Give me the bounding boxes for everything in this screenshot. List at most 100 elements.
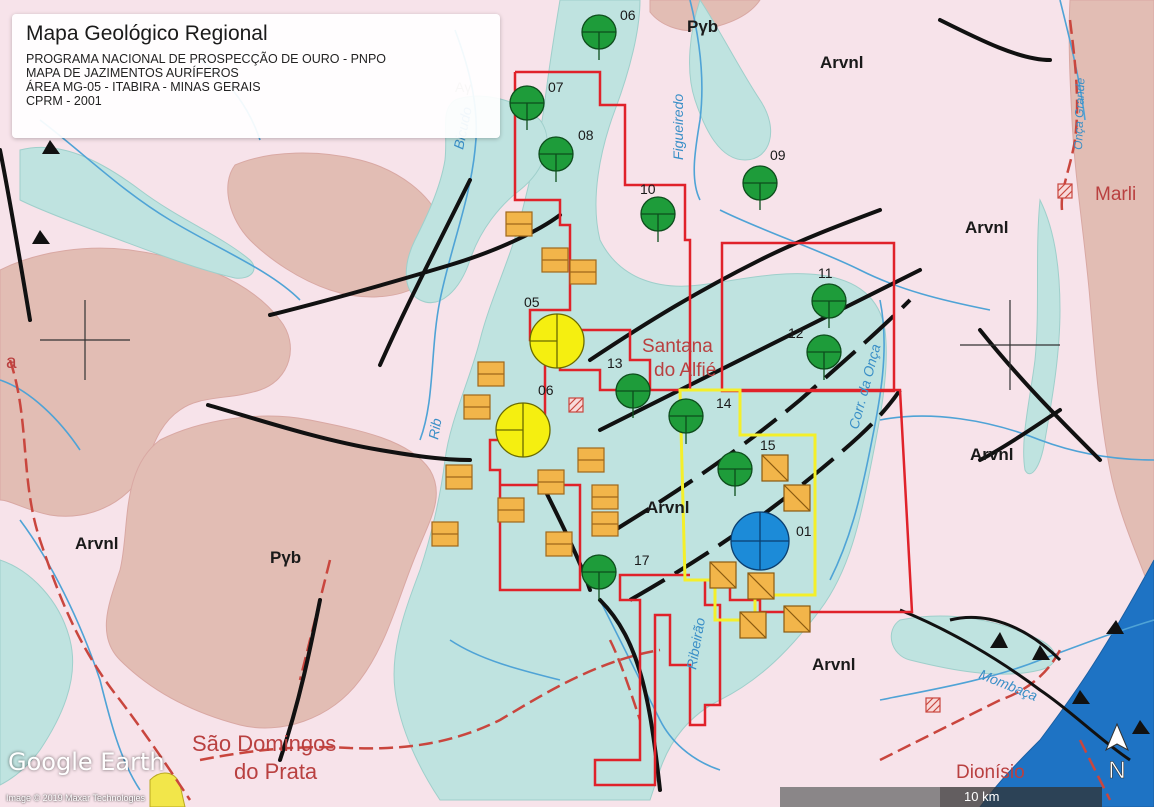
mine-marker — [505, 211, 533, 237]
mine-markers-horizontal — [431, 211, 619, 557]
cyan-unit-east-band — [689, 0, 772, 161]
deposit-number-12: 12 — [788, 325, 804, 341]
deposit-marker-12 — [806, 334, 842, 380]
deposit-marker-07 — [509, 85, 545, 130]
deposit-number-06b: 06 — [538, 382, 554, 398]
mine-marker — [541, 247, 569, 273]
deposit-marker-06 — [581, 14, 617, 60]
mine-marker — [591, 484, 619, 510]
prospect-area-red-ne — [720, 241, 896, 393]
river-label-figueiredo: Figueiredo — [670, 94, 686, 160]
deposit-marker-06b — [495, 402, 551, 458]
hatched-marker — [568, 397, 584, 413]
thrust-fault — [32, 140, 1150, 762]
mine-marker — [591, 511, 619, 537]
deposit-number-13: 13 — [607, 355, 623, 371]
imagery-credit: Image © 2019 Maxar Technologies — [6, 793, 146, 803]
deposit-number-06: 06 — [620, 7, 636, 23]
mine-marker — [577, 447, 605, 473]
deposit-marker-15 — [717, 451, 753, 496]
subtitle-line-2: MAPA DE JAZIMENTOS AURÍFEROS — [26, 66, 239, 80]
deposit-marker-13 — [615, 373, 651, 418]
deposit-marker-09 — [742, 165, 778, 210]
scale-label: 10 km — [964, 789, 1000, 804]
deposit-number-07: 07 — [548, 79, 564, 95]
place-santana-line1: Santana — [642, 336, 713, 357]
deposit-marker-01 — [730, 511, 790, 571]
fault-lines-dashed — [613, 298, 912, 602]
mine-marker — [783, 484, 811, 512]
deposit-marker-08 — [538, 136, 574, 182]
deposit-number-17: 17 — [634, 552, 650, 568]
unit-label-arvnl-west: Arvnl — [75, 534, 118, 553]
unit-label-pgb-top: Pγb — [687, 17, 718, 36]
cyan-unit-southwest — [0, 559, 74, 786]
subtitle-line-1: PROGRAMA NACIONAL DE PROSPECÇÃO DE OURO … — [26, 52, 387, 66]
mine-marker — [477, 361, 505, 387]
brown-unit-region-east — [1068, 0, 1154, 601]
mine-marker — [709, 561, 737, 589]
deposit-marker-05 — [529, 313, 585, 369]
mine-marker — [761, 454, 789, 482]
mine-marker — [739, 611, 767, 639]
subtitle-line-4: CPRM - 2001 — [26, 94, 102, 108]
place-a: a — [6, 352, 17, 373]
unit-label-arvnl-se: Arvnl — [812, 655, 855, 674]
cyan-unit-east-stream — [1023, 198, 1061, 475]
mine-marker — [497, 497, 525, 523]
deposit-marker-10 — [640, 196, 676, 242]
north-arrow[interactable]: N — [1100, 722, 1134, 784]
unit-label-pgb-center: Pγb — [270, 548, 301, 567]
scale-bar: 10 km — [780, 787, 1102, 807]
north-label: N — [1108, 757, 1125, 784]
deposit-number-01: 01 — [796, 523, 812, 539]
deposit-marker-14 — [668, 398, 704, 444]
prospect-area-red — [515, 70, 914, 787]
deposit-number-10: 10 — [640, 181, 656, 197]
river-label-onca-grande: Onça Grande — [1071, 77, 1088, 150]
map-title-panel: Mapa Geológico Regional PROGRAMA NACIONA… — [12, 14, 500, 138]
deposit-marker-17 — [581, 554, 617, 600]
mine-marker — [431, 521, 459, 547]
deposit-markers-yellow — [495, 313, 585, 458]
deposit-marker-11 — [811, 283, 847, 328]
google-earth-logo: Google Earth — [8, 748, 165, 776]
scale-bar-segment — [780, 787, 940, 807]
mine-marker — [537, 469, 565, 495]
mine-marker — [445, 464, 473, 490]
place-sao-domingos-line2: do Prata — [234, 759, 318, 784]
mine-marker — [463, 394, 491, 420]
subtitle-line-3: ÁREA MG-05 - ITABIRA - MINAS GERAIS — [26, 80, 261, 94]
place-dionisio: Dionísio — [956, 762, 1025, 783]
deposit-markers-green — [509, 14, 847, 600]
deposit-number-15: 15 — [760, 437, 776, 453]
deposit-number-05: 05 — [524, 294, 540, 310]
mine-marker — [569, 259, 597, 285]
mine-markers-diagonal — [709, 454, 811, 639]
place-marli: Marli — [1095, 184, 1136, 205]
map-title: Mapa Geológico Regional — [26, 22, 268, 45]
fault-lines — [0, 18, 1102, 792]
deposit-number-09: 09 — [770, 147, 786, 163]
place-sao-domingos-line1: São Domingos — [192, 731, 336, 756]
deposit-number-08: 08 — [578, 127, 594, 143]
unit-label-arvnl-ne: Arvnl — [820, 53, 863, 72]
unit-label-arvnl-e: Arvnl — [965, 218, 1008, 237]
brown-unit-region-center — [105, 415, 437, 729]
unit-label-arvnl-east: Arvnl — [970, 445, 1013, 464]
mine-marker — [783, 605, 811, 633]
mine-marker — [545, 531, 573, 557]
hatched-marker — [1057, 183, 1073, 199]
survey-crosses — [40, 300, 1060, 390]
cyan-unit-left-tongue — [405, 95, 548, 304]
place-santana-line2: do Alfié — [654, 360, 716, 381]
river-label-rib: Rib — [425, 417, 444, 441]
mine-marker — [747, 572, 775, 600]
hatched-markers — [568, 183, 1073, 713]
deposit-number-14: 14 — [716, 395, 732, 411]
north-arrow-icon: N — [1104, 722, 1130, 784]
unit-label-arvnl-center: Arvnl — [646, 498, 689, 517]
brown-unit-region-west — [0, 247, 291, 517]
